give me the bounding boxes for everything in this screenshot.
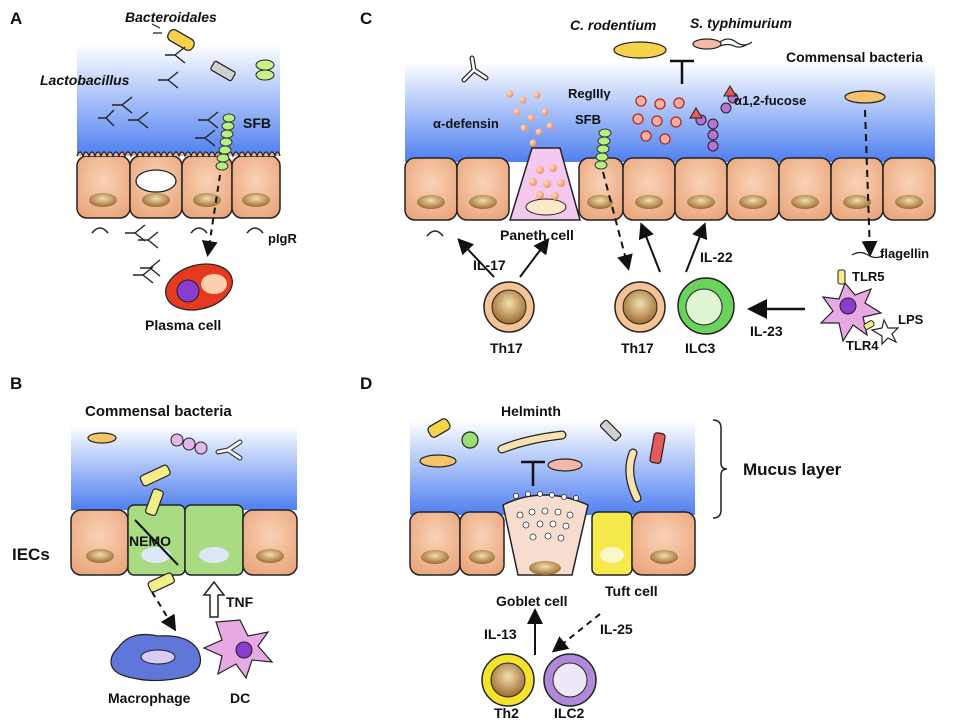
regIII-label: RegIIIγ: [568, 86, 611, 101]
panel-c: C: [360, 9, 936, 356]
panel-b-letter: B: [10, 374, 22, 393]
regIII-granules: [632, 95, 685, 145]
dc-label: DC: [230, 690, 250, 706]
s-typhimurium-bacterium: [692, 38, 753, 50]
epithelium-c: [404, 157, 936, 221]
il17-arrow-left: [457, 238, 495, 278]
pigr-receptors: [91, 227, 264, 234]
gray-rod-a: [210, 60, 236, 82]
th17-label-right: Th17: [621, 340, 654, 356]
pigr-label: pIgR: [268, 231, 297, 246]
mucus-layer-label: Mucus layer: [743, 460, 842, 479]
th17-cell-right: [614, 281, 666, 333]
dendritic-cell-c: [819, 251, 900, 346]
bacteroidales-label: Bacteroidales: [125, 9, 217, 25]
plasma-cell: [165, 263, 233, 311]
th17-label-left: Th17: [490, 340, 523, 356]
macrophage-label: Macrophage: [108, 690, 191, 706]
il13-label: IL-13: [484, 626, 517, 642]
paneth-cell: [508, 147, 581, 221]
green-cocci-a: [255, 59, 275, 81]
il25-arrow: [551, 613, 601, 653]
tnf-arrow: [202, 580, 226, 618]
ilc3-label: ILC3: [685, 340, 716, 356]
ilc2-cell: [543, 653, 597, 707]
sfb-filament-c: [594, 128, 612, 170]
tuft-label: Tuft cell: [605, 583, 658, 599]
ilc2-label: ILC2: [554, 705, 585, 721]
pigr-c: [426, 230, 444, 237]
inhibition-symbol-d: [521, 460, 545, 486]
commensal-bacterium-c: [844, 90, 886, 104]
alpha-defensin-label: α-defensin: [433, 116, 499, 131]
lps-label: LPS: [898, 312, 924, 327]
epithelium-b: [70, 504, 298, 576]
th17-cell-left: [483, 281, 535, 333]
dendritic-cell-b: [202, 619, 274, 680]
tlr5-label: TLR5: [852, 269, 885, 284]
mucin-droplets: [513, 491, 579, 501]
c-rodentium-bacterium: [613, 41, 667, 59]
ilc3-cell: [677, 277, 735, 335]
bacteria-b: [87, 432, 243, 593]
panel-b: B Commensal bacteria: [10, 374, 298, 706]
sfb-label-a: SFB: [243, 115, 271, 131]
th2-label: Th2: [494, 705, 519, 721]
panel-a-letter: A: [10, 9, 22, 28]
plasma-cell-label: Plasma cell: [145, 317, 221, 333]
il22-label: IL-22: [700, 249, 733, 265]
panel-a: A: [10, 9, 297, 333]
il23-label: IL-23: [750, 323, 783, 339]
panel-c-letter: C: [360, 9, 372, 28]
commensal-label-c: Commensal bacteria: [786, 49, 923, 65]
bacteria-d: [419, 418, 666, 472]
panel-d: D: [360, 374, 842, 721]
goblet-cell: [502, 494, 589, 576]
il17-label: IL-17: [473, 257, 506, 273]
mucus-a: [77, 44, 280, 156]
mucus-c: [405, 62, 935, 162]
epithelium-a: [76, 151, 281, 219]
tnf-label: TNF: [226, 594, 254, 610]
paneth-label: Paneth cell: [500, 227, 574, 243]
bacteroidales-bacterium: [151, 23, 195, 51]
nemo-label: NEMO: [129, 533, 171, 549]
commensal-label-b: Commensal bacteria: [85, 403, 232, 420]
iga-antibodies-a: [98, 46, 219, 284]
sfb-to-th17-arrow: [602, 171, 633, 271]
il22-arrow: [685, 222, 708, 273]
inhibition-symbol-c: [670, 59, 694, 84]
tlr4-label: TLR4: [846, 338, 879, 353]
helminth-worms: [497, 430, 642, 503]
th2-cell: [481, 653, 535, 707]
fucose-label: α1,2-fucose: [734, 93, 806, 108]
lactobacillus-label: Lactobacillus: [40, 72, 130, 88]
alpha-defensin-granules: [506, 90, 554, 147]
mucus-bracket: [712, 419, 728, 519]
th17-to-epithelium-arrow: [638, 222, 661, 273]
goblet-label: Goblet cell: [496, 593, 568, 609]
fucose-chain: [689, 85, 739, 152]
macrophage: [110, 633, 201, 682]
sfb-label-c: SFB: [575, 112, 601, 127]
s-typhimurium-label: S. typhimurium: [690, 15, 792, 31]
sfb-filament-a: [215, 113, 236, 171]
il25-label: IL-25: [600, 621, 633, 637]
iecs-label: IECs: [12, 545, 50, 564]
panel-d-letter: D: [360, 374, 372, 393]
sfb-to-plasma-arrow: [201, 174, 221, 257]
flagellin-label: flagellin: [880, 246, 929, 261]
il17-arrow-right: [519, 237, 550, 278]
epithelium-d: [409, 511, 696, 576]
bacteria-to-macrophage-arrow: [151, 591, 177, 632]
helminth-label: Helminth: [501, 403, 561, 419]
c-rodentium-label: C. rodentium: [570, 17, 656, 33]
